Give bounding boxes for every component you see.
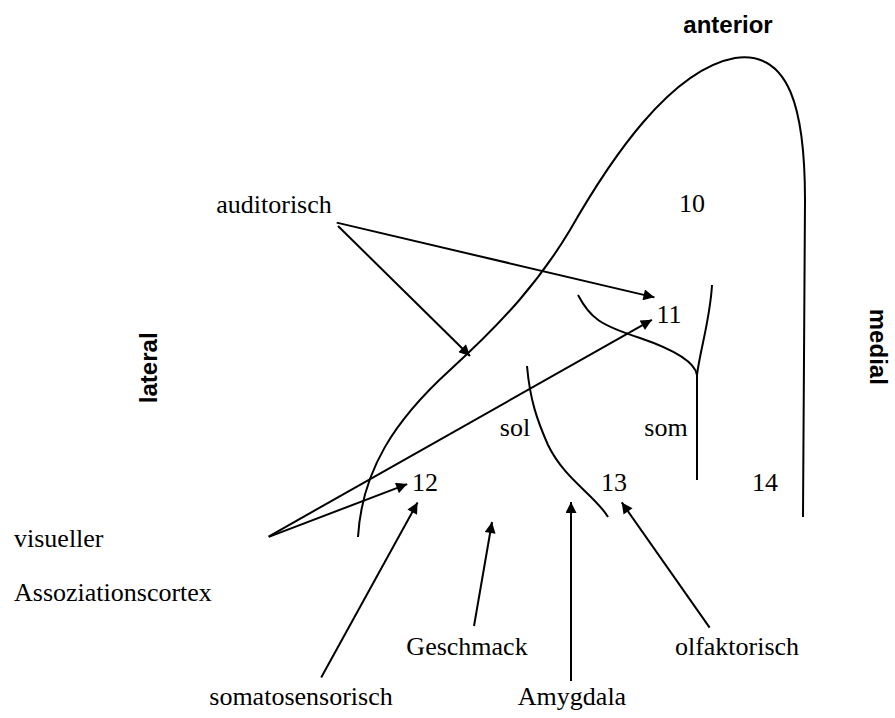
node-text: olfaktorisch <box>675 632 799 662</box>
direction-label: lateral <box>133 332 163 405</box>
source-label: Amygdala <box>516 680 628 714</box>
area-number: 14 <box>750 466 780 500</box>
projection-arrow <box>337 223 655 298</box>
sulcus-label: som <box>643 412 688 444</box>
source-label: auditorisch <box>214 188 334 222</box>
sulcus-line <box>527 366 608 517</box>
sulcus-line <box>697 285 712 480</box>
node-text: 13 <box>601 468 627 498</box>
projection-arrow <box>622 502 710 627</box>
node-text: 10 <box>679 189 705 219</box>
source-label: olfaktorisch <box>673 630 801 664</box>
projection-arrow <box>338 226 470 356</box>
source-label: Geschmack <box>404 630 529 664</box>
projection-arrow <box>269 484 407 537</box>
node-text: Amygdala <box>518 682 626 712</box>
direction-label: medial <box>863 308 893 386</box>
area-number: 13 <box>599 466 629 500</box>
cortex-outline <box>358 57 805 537</box>
projection-arrow <box>321 503 417 678</box>
node-text: 14 <box>752 468 778 498</box>
source-label: somatosensorisch <box>207 680 394 714</box>
source-label: visueller Assoziationscortex <box>12 510 266 622</box>
node-text: somatosensorisch <box>209 682 392 712</box>
area-number: 12 <box>410 466 440 500</box>
node-text: Geschmack <box>406 632 527 662</box>
projection-arrow <box>269 320 652 537</box>
sulcus-line <box>578 295 697 375</box>
area-number: 10 <box>677 187 707 221</box>
projection-arrow <box>570 502 572 681</box>
node-text: 12 <box>412 468 438 498</box>
area-number: 11 <box>654 298 683 332</box>
sulcus-label: sol <box>499 412 531 444</box>
projection-arrow <box>474 522 492 626</box>
node-text: 11 <box>656 300 681 330</box>
node-text: visueller Assoziationscortex <box>14 512 264 620</box>
node-text: auditorisch <box>216 190 332 220</box>
direction-label: anterior <box>682 10 773 40</box>
